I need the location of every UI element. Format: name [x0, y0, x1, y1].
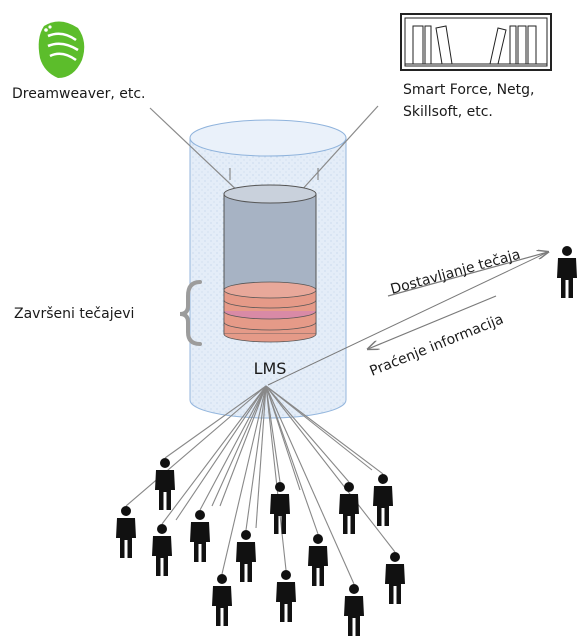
completed-course-disks — [223, 281, 317, 343]
course-database — [223, 184, 317, 343]
remote-link-line — [267, 251, 549, 386]
learner-connection-line — [125, 385, 267, 507]
person-icon — [276, 570, 296, 622]
learner-connection-line — [265, 385, 373, 471]
learner-connection-line — [265, 385, 355, 585]
person-icon — [344, 584, 364, 636]
delivery-arrow — [387, 252, 548, 297]
learner-connection-line — [265, 385, 287, 571]
learner-connection-line — [161, 385, 267, 525]
learner-connection-line — [265, 385, 301, 491]
remote-learner-person-icon — [557, 246, 577, 298]
person-icon — [385, 552, 405, 604]
learners-group — [116, 458, 405, 636]
bookshelf-icon — [400, 13, 552, 71]
person-icon — [270, 482, 290, 534]
person-icon — [557, 246, 577, 298]
person-icon — [155, 458, 175, 510]
learner-connection-line — [175, 385, 267, 521]
learner-connection-line — [221, 385, 267, 575]
learner-connection-line — [265, 385, 384, 475]
authoring-tool-label: Dreamweaver, etc. — [12, 86, 146, 102]
person-icon — [373, 474, 393, 526]
learner-connection-line — [199, 385, 267, 511]
person-icon — [212, 574, 232, 626]
learner-connection-line — [219, 385, 267, 507]
person-icon — [190, 510, 210, 562]
tracking-arrow — [368, 295, 497, 349]
dreamweaver-logo-icon — [38, 21, 85, 79]
learner-connection-line — [164, 385, 267, 459]
curly-brace — [179, 280, 202, 346]
learner-connection-line — [265, 385, 319, 535]
content-vendors-label-line2: Skillsoft, etc. — [403, 104, 493, 120]
person-icon — [152, 524, 172, 576]
course-delivery-label: Dostavljanje tečaja — [389, 247, 522, 298]
learner-connection-line — [211, 385, 267, 507]
learner-connection-line — [255, 385, 267, 529]
content-vendors-label-line1: Smart Force, Netg, — [403, 82, 535, 98]
learner-connection-line — [265, 385, 281, 483]
learner-connection-line — [265, 385, 396, 553]
person-icon — [116, 506, 136, 558]
person-icon — [339, 482, 359, 534]
completed-courses-label: Završeni tečajevi — [14, 306, 134, 322]
learner-connection-lines — [125, 385, 396, 585]
lms-label: LMS — [254, 359, 287, 378]
info-tracking-label: Praćenje informacija — [368, 311, 506, 379]
learner-connection-line — [245, 385, 267, 531]
person-icon — [236, 530, 256, 582]
learner-connection-line — [265, 385, 350, 483]
person-icon — [308, 534, 328, 586]
